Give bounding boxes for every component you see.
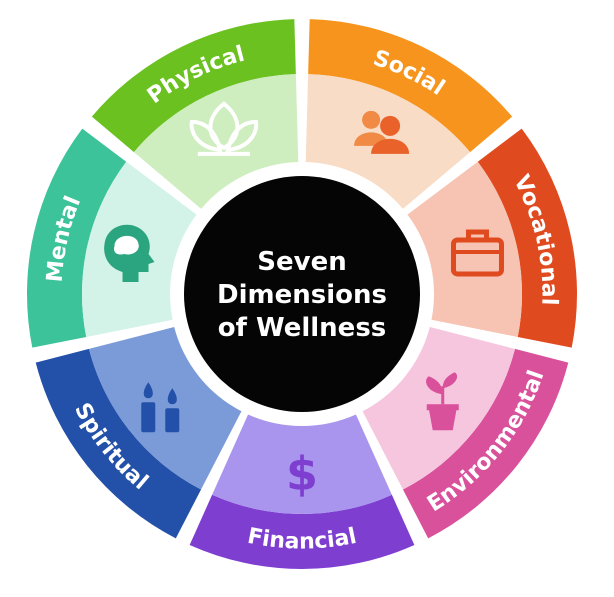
potted-plant-icon	[426, 372, 459, 431]
segment-financial-outer-band	[189, 494, 415, 569]
segment-spiritual: Spiritual	[35, 326, 242, 539]
segment-spiritual-inner-band	[88, 326, 242, 490]
lotus-leaf-icon	[189, 101, 259, 156]
segment-social-outer-band	[308, 19, 513, 153]
segment-vocational: Vocational	[407, 128, 577, 348]
segments-layer: SocialVocationalEnvironmentalFinancial$S…	[26, 19, 577, 569]
center-disc	[184, 176, 420, 412]
segment-financial: Financial$	[189, 414, 415, 569]
segment-mental-outer-band	[26, 128, 127, 348]
segment-physical-outer-band	[91, 19, 296, 153]
segment-physical: Physical	[91, 19, 299, 209]
segment-environmental: Environmental	[362, 326, 569, 539]
segment-environmental-outer-band	[402, 348, 569, 539]
svg-text:$: $	[286, 447, 318, 501]
brain-head-icon	[104, 224, 155, 282]
people-icon	[354, 110, 410, 154]
center-title-line-2: Dimensions	[217, 280, 387, 310]
segment-social: Social	[305, 19, 513, 209]
segment-financial-inner-band	[212, 414, 392, 514]
segment-vocational-inner-band	[407, 161, 522, 337]
candles-icon	[141, 382, 180, 433]
briefcase-icon	[450, 229, 504, 277]
segment-mental: Mental	[26, 128, 197, 348]
dollar-sign-icon: $	[286, 447, 318, 501]
center-title-line-1: Seven	[257, 247, 346, 277]
segment-vocational-outer-band	[477, 128, 577, 348]
center-title-line-3: of Wellness	[218, 313, 387, 343]
segment-spiritual-outer-band	[35, 348, 202, 539]
center-circle: Seven Dimensions of Wellness	[184, 176, 420, 412]
